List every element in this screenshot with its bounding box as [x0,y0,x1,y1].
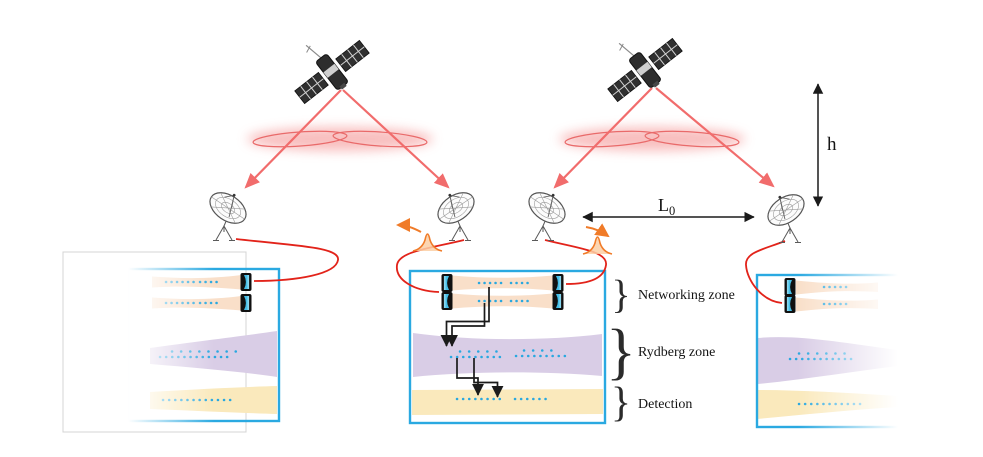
cavity-mirror-icon [240,294,252,312]
detection-band [757,390,898,419]
zone-label-networking: Networking zone [638,288,735,303]
pulse-direction-arrow-right [585,223,610,238]
zone-brace: } [611,272,630,317]
optical-fiber [235,238,786,304]
cavity-mirror-icon [784,295,796,313]
node-box-border [408,269,607,425]
rydberg-band [150,331,277,377]
baseline-label: L0 [658,195,675,218]
rydberg-band [758,337,898,384]
cavity-beam [152,296,241,311]
node-box-middle [408,269,607,425]
cavity-mirror-icon [784,278,796,296]
ground-dish-icon [203,183,254,242]
zone-label-rydberg: Rydberg zone [638,345,715,360]
node-box-border [126,267,281,423]
cavity-mirror-icon [552,274,564,292]
cavity-beam [796,280,878,295]
zone-brace: } [611,380,631,426]
rydberg-band [413,333,602,377]
cavity-mirror-icon [441,274,453,292]
height-label: h [827,134,837,155]
atom-chain-dots [158,280,245,402]
cavity-beam [452,293,553,309]
cavity-beam [152,275,241,290]
ground-dish-icon [522,183,573,242]
cavity-mirror-icon [441,292,453,310]
atom-transfer-arrows [440,287,504,398]
atom-chain-dots [449,281,567,401]
node-box-left [126,267,281,423]
node-box-right [755,273,919,429]
cavity-mirror-icon [240,273,252,291]
entangled-photon-glow-right [559,127,745,151]
node-box-border [755,273,919,429]
zone-brace: } [606,318,636,386]
atom-chain-dots [788,285,868,406]
satellite-icon [589,15,691,112]
pulse-direction-arrow-left [396,218,422,233]
photon-pulse-icon [582,236,613,255]
detection-band [150,386,277,414]
ground-dish-icon [430,183,481,242]
ground-dish-icon [760,185,811,244]
cavity-beam [796,297,878,312]
cavity-mirror-icon [552,292,564,310]
downlink-laser-beams [244,87,775,189]
zone-label-detection: Detection [638,397,692,412]
satellite-icon [276,17,378,114]
cavity-beam [452,275,553,291]
photon-pulse-icon [412,233,443,252]
detection-band [412,389,603,415]
